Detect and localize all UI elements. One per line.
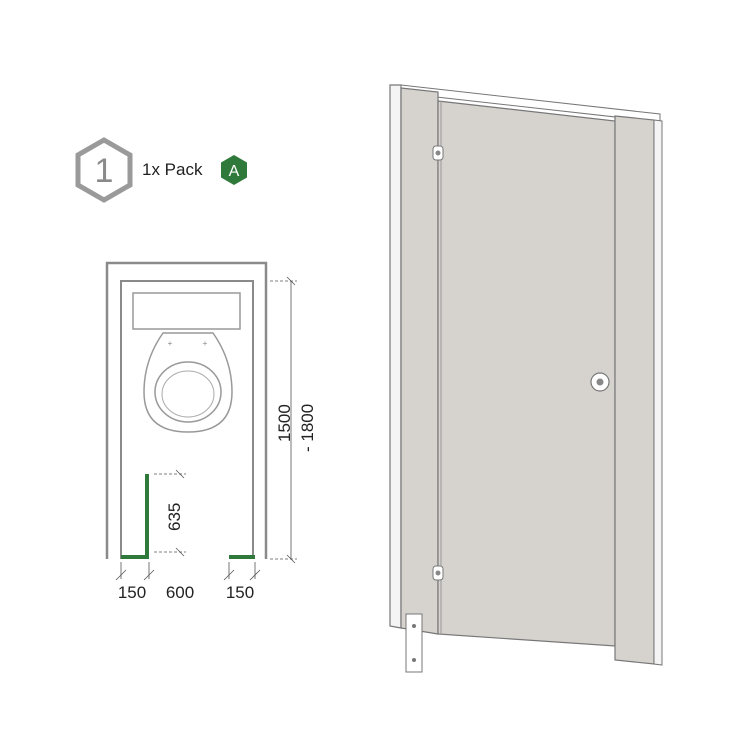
bottom-hinge-icon bbox=[432, 565, 444, 581]
lock-indicator-icon bbox=[590, 372, 610, 392]
right-pilaster bbox=[614, 115, 655, 665]
variant-badge: A bbox=[221, 155, 247, 185]
left-pilaster-edge bbox=[389, 84, 402, 629]
left-pilaster bbox=[400, 87, 439, 635]
cistern bbox=[132, 292, 241, 330]
right-return-width-label: 150 bbox=[226, 583, 254, 602]
hinge-mark-right: + bbox=[203, 339, 208, 348]
depth-max-label: - 1800 bbox=[298, 404, 317, 452]
left-return-width-label: 150 bbox=[118, 583, 146, 602]
variant-letter: A bbox=[229, 163, 240, 180]
door-swing-label: 635 bbox=[165, 503, 184, 531]
outer-wall bbox=[105, 261, 268, 559]
pack-label: 1x Pack bbox=[142, 160, 203, 179]
door bbox=[437, 100, 616, 647]
hexagon-icon bbox=[75, 137, 133, 203]
width-dimension bbox=[115, 562, 261, 581]
door-swing-dimension bbox=[154, 469, 186, 557]
door-width-label: 600 bbox=[166, 583, 194, 602]
top-hinge-icon bbox=[432, 145, 444, 161]
step-number: 1 bbox=[95, 152, 114, 190]
toilet-seat-inner bbox=[161, 370, 215, 418]
depth-dimension bbox=[270, 276, 297, 564]
right-pilaster-edge bbox=[653, 119, 663, 666]
hinge-mark-left: + bbox=[168, 339, 173, 348]
floor-foot bbox=[405, 613, 423, 673]
front-view bbox=[389, 84, 663, 673]
plan-view: + + 635 1500 - 1800 bbox=[105, 261, 317, 602]
variant-hexagon-icon bbox=[221, 155, 247, 185]
depth-min-label: 1500 bbox=[275, 404, 294, 442]
inner-wall bbox=[120, 280, 254, 559]
step-indicator: 1 bbox=[75, 137, 133, 203]
